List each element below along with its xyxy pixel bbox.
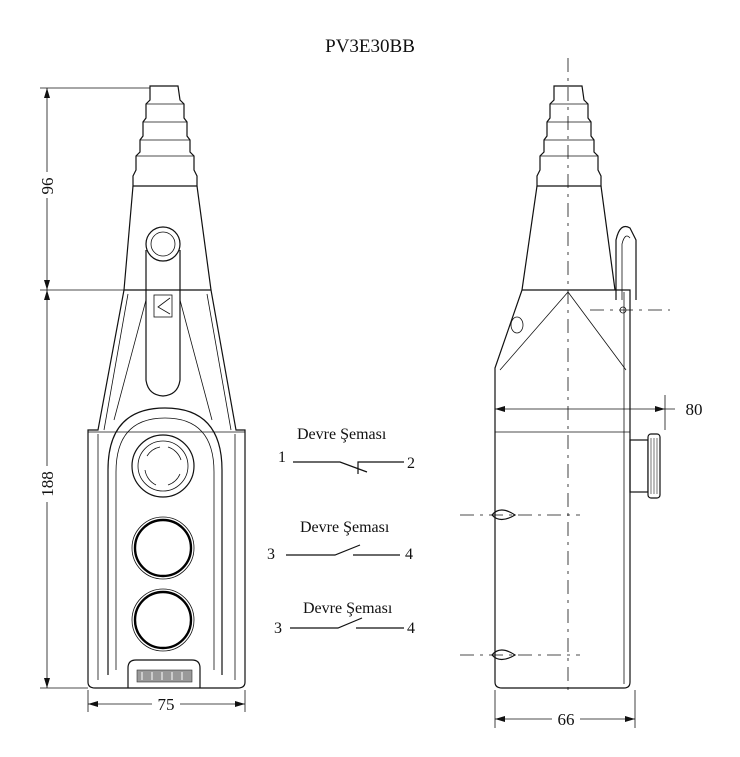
cable-gland — [123, 85, 212, 397]
emas-logo-plate — [127, 659, 201, 688]
front-dimensions: 96 188 75 — [38, 87, 246, 714]
front-body — [87, 289, 246, 689]
terminal-label: 4 — [405, 546, 413, 563]
push-button-1 — [131, 516, 195, 580]
side-dimensions: 80 66 — [494, 395, 703, 729]
emergency-stop-button — [131, 434, 195, 498]
side-emergency-button — [629, 433, 661, 499]
circuit-label: Devre Şeması — [300, 519, 390, 536]
circuit-label: Devre Şeması — [303, 600, 393, 617]
circuit-diagram-2: Devre Şeması 3 4 — [267, 519, 413, 563]
drawing-title: PV3E30BB — [325, 36, 415, 57]
button-profile-1 — [460, 509, 580, 521]
dim-depth-with-button-label: 80 — [686, 400, 703, 419]
terminal-label: 1 — [278, 449, 286, 466]
hanging-hook — [615, 225, 637, 300]
button-profile-2 — [460, 649, 580, 661]
side-body — [460, 289, 670, 689]
push-button-2 — [131, 588, 195, 652]
circuit-diagram-1: Devre Şeması 1 2 — [278, 426, 415, 474]
side-view: 80 66 — [460, 58, 703, 729]
terminal-label: 4 — [407, 620, 415, 637]
terminal-label: 2 — [407, 455, 415, 472]
terminal-label: 3 — [274, 620, 282, 637]
side-cable-gland — [521, 85, 616, 291]
dim-gland-height-label: 96 — [38, 178, 57, 195]
dim-depth-label: 66 — [558, 710, 575, 729]
circuit-label: Devre Şeması — [297, 426, 387, 443]
dim-body-height-label: 188 — [38, 471, 57, 497]
circuit-diagram-3: Devre Şeması 3 4 — [274, 600, 415, 637]
terminal-label: 3 — [267, 546, 275, 563]
front-view: 96 188 75 — [38, 85, 246, 714]
dim-width-label: 75 — [158, 695, 175, 714]
